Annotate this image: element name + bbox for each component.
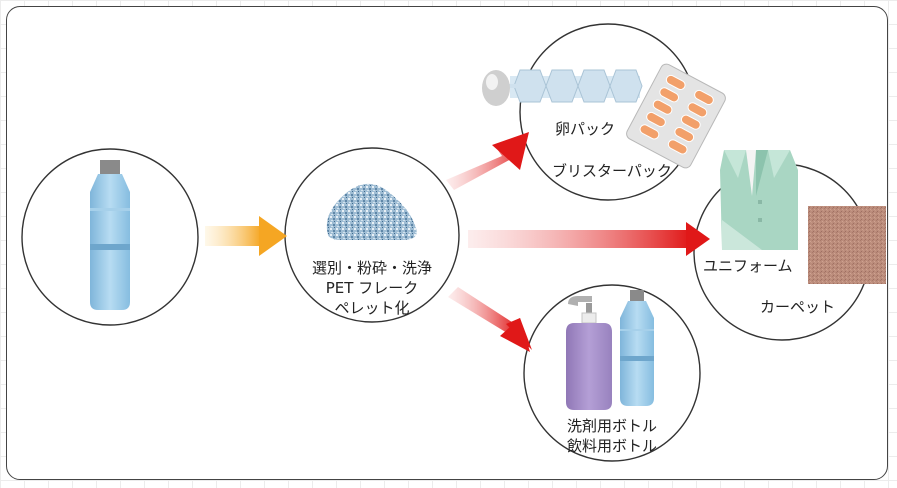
- carpet-icon: [808, 206, 886, 284]
- uniform-icon: [720, 150, 798, 250]
- blister-pack-label: ブリスターパック: [552, 162, 672, 180]
- process-label-line-2: PET フレーク: [325, 279, 419, 297]
- output-arrow-right: [468, 222, 710, 256]
- pet-bottle-icon: [90, 160, 130, 310]
- egg-pack-label: 卵パック: [555, 120, 616, 138]
- bottle-label-line-1: 洗剤用ボトル: [566, 417, 657, 435]
- beverage-bottle-icon: [620, 290, 654, 406]
- egg-pack-icon: [482, 69, 643, 106]
- uniform-label: ユニフォーム: [703, 257, 793, 275]
- output-arrow-bottom: [448, 287, 532, 352]
- blister-pack-icon: [626, 63, 726, 169]
- input-arrow: [205, 216, 287, 256]
- output-arrow-top: [446, 132, 529, 190]
- bottle-label-line-2: 飲料用ボトル: [566, 437, 657, 455]
- detergent-bottle-icon: [566, 296, 612, 410]
- process-label-line-1: 選別・粉砕・洗浄: [311, 259, 432, 277]
- carpet-label: カーペット: [760, 298, 836, 316]
- process-label-line-3: ペレット化: [334, 299, 410, 317]
- pet-flake-pile-icon: [326, 183, 417, 240]
